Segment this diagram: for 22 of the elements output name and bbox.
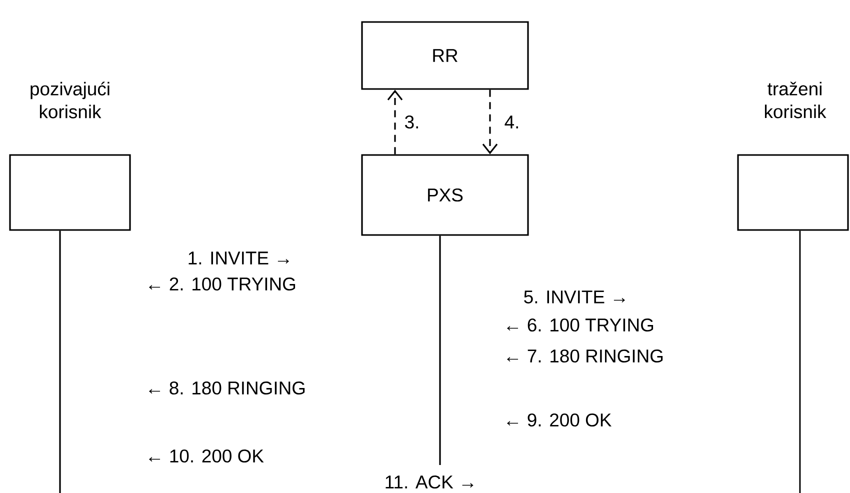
- lifeline: [799, 230, 801, 493]
- message-label: ← 9. 200 OK: [507, 413, 612, 427]
- message-label: ← 7. 180 RINGING: [507, 349, 663, 363]
- message-label: 11. ACK →: [386, 475, 474, 489]
- dashed-arrow: [387, 90, 403, 154]
- message-label: 1. INVITE →: [188, 252, 289, 264]
- node-label: pozivajući korisnik: [30, 82, 110, 118]
- edge-label: 3.: [402, 114, 422, 130]
- message-label: 5. INVITE →: [524, 290, 625, 304]
- participant-box: pozivajući korisnik: [9, 82, 131, 231]
- message-label: ← 6. 100 TRYING: [507, 318, 654, 332]
- dashed-arrow: [482, 90, 498, 154]
- process-box: PXS: [361, 154, 529, 236]
- lifeline: [439, 236, 441, 465]
- message-label: ← 10. 200 OK: [149, 449, 264, 463]
- process-box: RR: [361, 21, 529, 90]
- participant-box: traženi korisnik: [737, 82, 849, 231]
- message-label: ← 2. 100 TRYING: [149, 277, 296, 291]
- message-label: ← 8. 180 RINGING: [149, 381, 305, 395]
- lifeline: [59, 230, 61, 493]
- node-label: traženi korisnik: [764, 82, 826, 118]
- edge-label: 4.: [502, 114, 522, 130]
